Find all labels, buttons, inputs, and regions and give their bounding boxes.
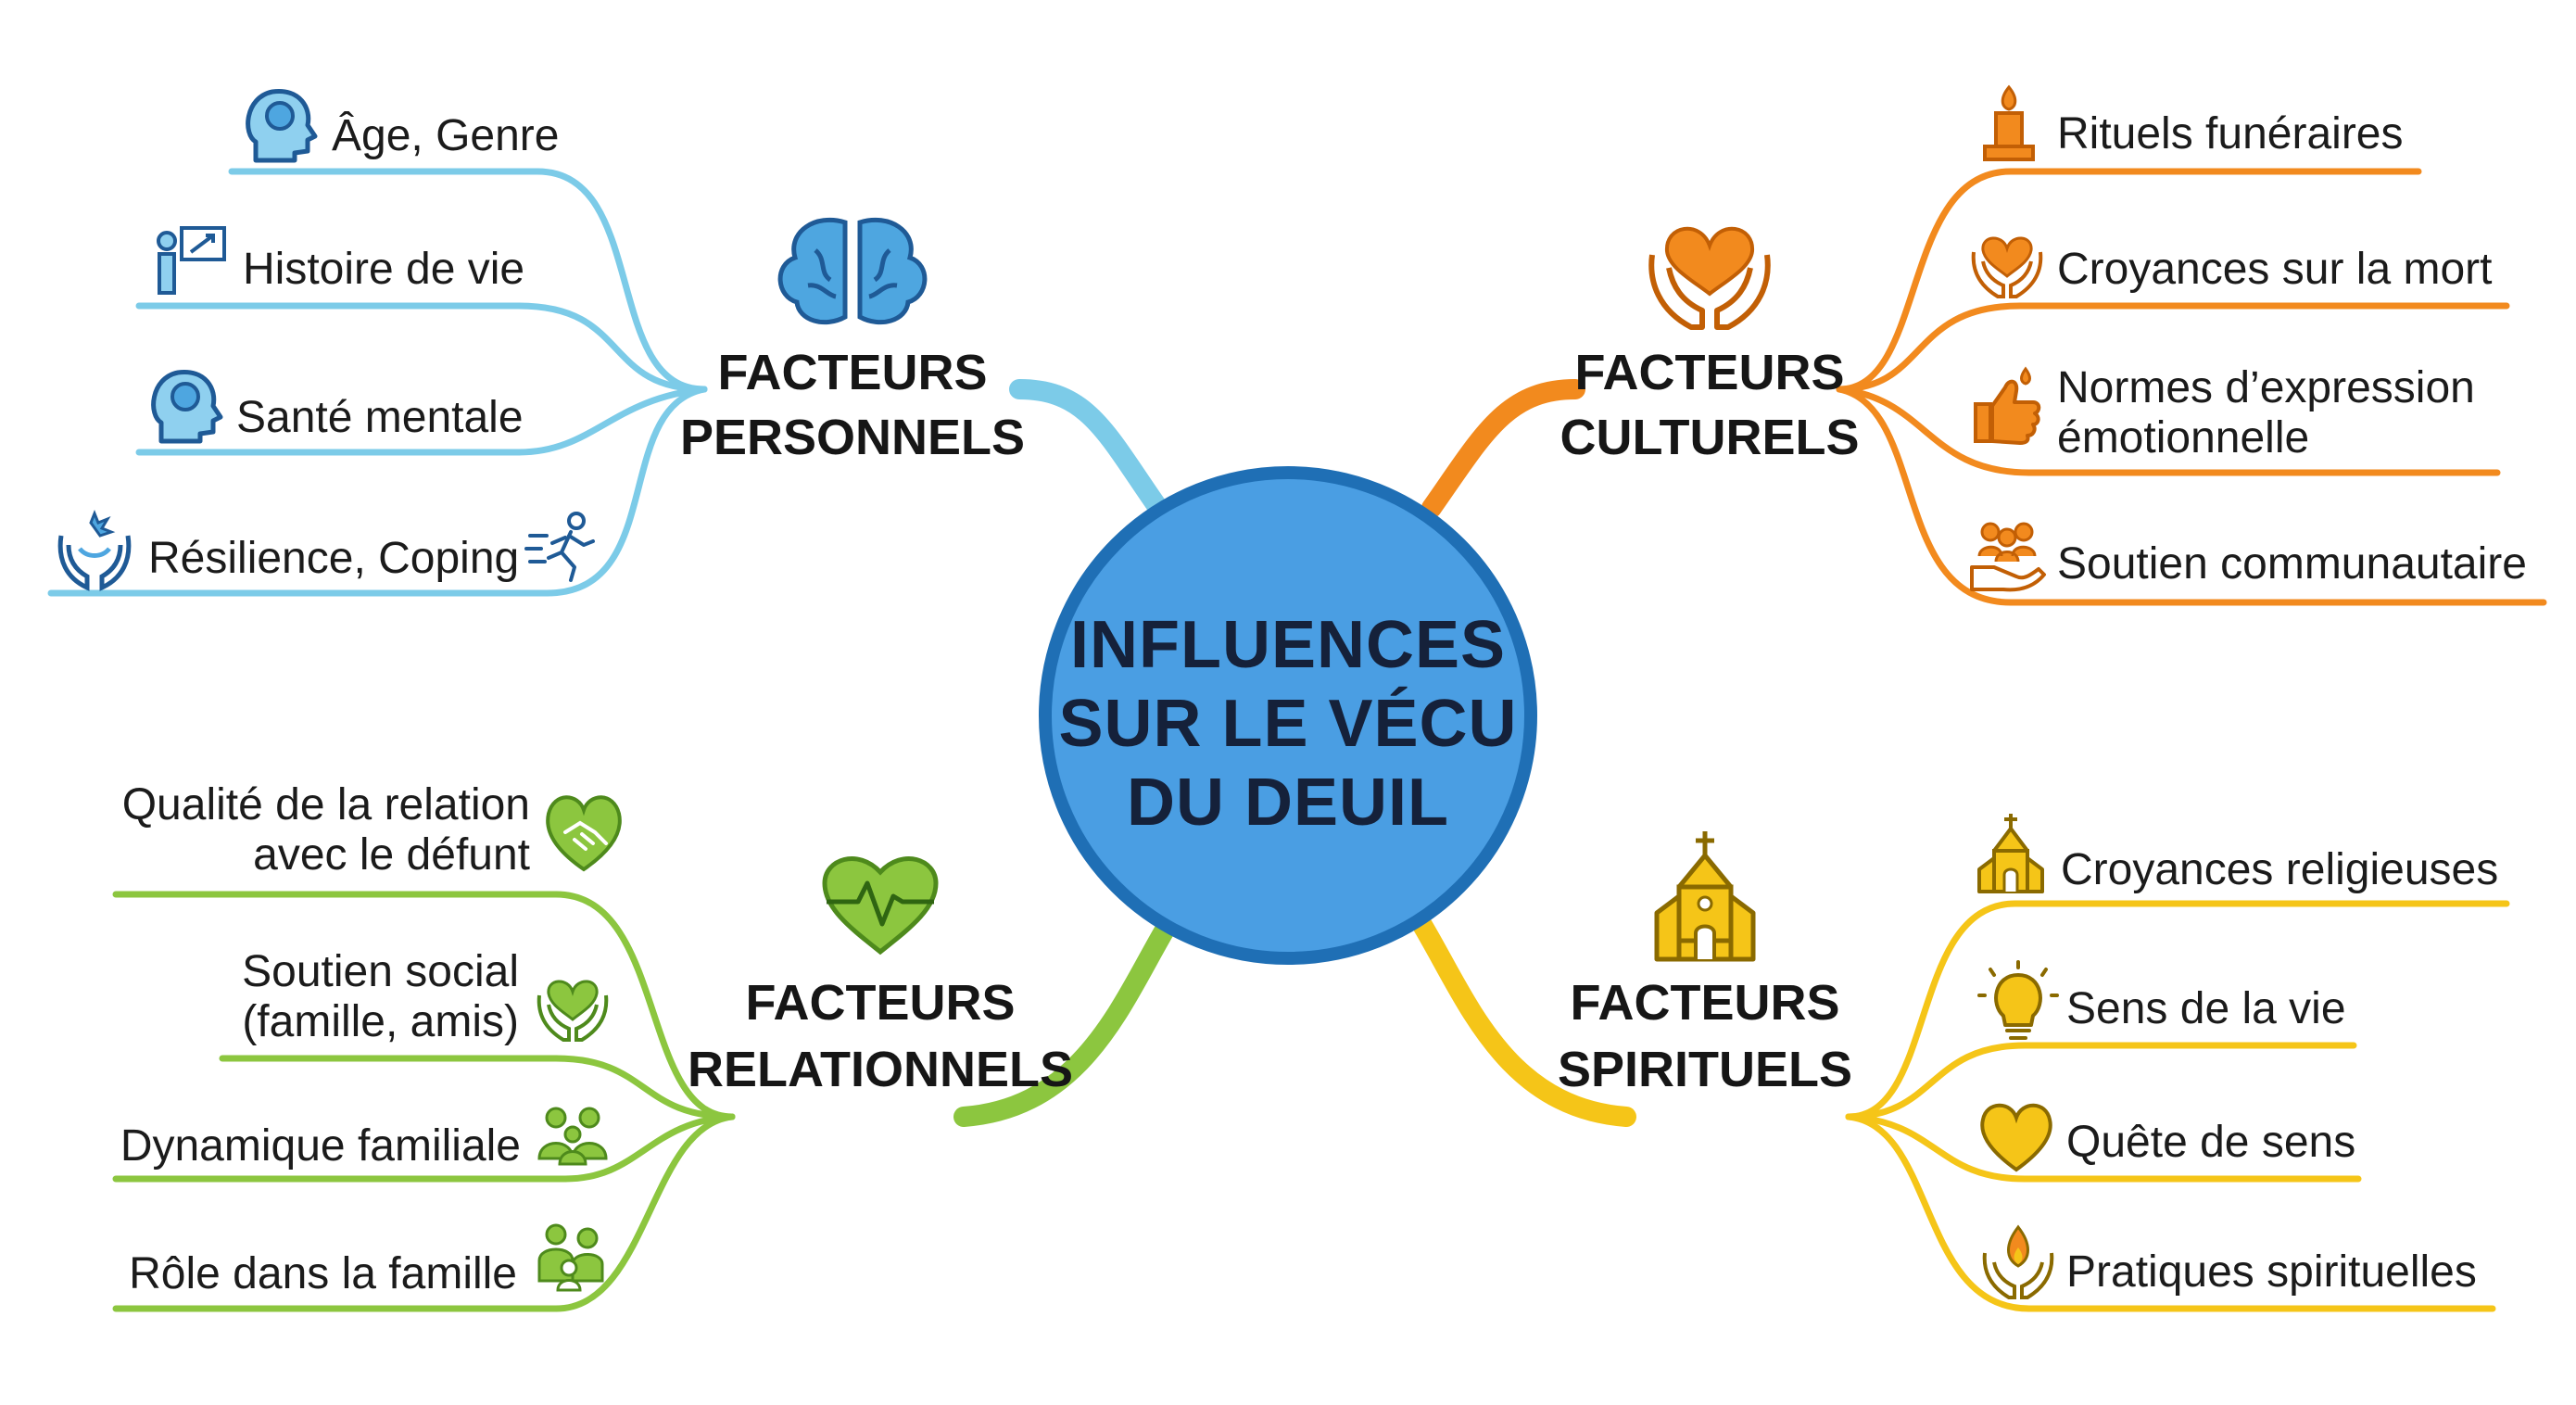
item-relationnels-dynamique-familiale: Dynamique familiale xyxy=(120,1107,608,1171)
family-icon xyxy=(537,1107,608,1166)
item-label: Rôle dans la famille xyxy=(129,1249,517,1298)
center-title-line-3: DU DEUIL xyxy=(1127,766,1449,840)
item-relationnels-qualite-relation: Qualité de la relation avec le défunt xyxy=(122,780,622,880)
category-culturels: FACTEURS CULTURELS xyxy=(1560,226,1860,465)
church-icon xyxy=(1977,814,2044,893)
heartbeat-icon xyxy=(822,856,939,956)
hands-flame-icon xyxy=(1982,1224,2054,1299)
branches-relationnels xyxy=(112,891,736,1312)
item-label: Croyances religieuses xyxy=(2061,845,2498,894)
item-label: Dynamique familiale xyxy=(120,1121,521,1171)
handshake-heart-icon xyxy=(546,795,622,872)
item-label: Résilience, Coping xyxy=(148,534,519,583)
item-label-line-2: avec le défunt xyxy=(253,830,530,880)
item-spirituels-croyances-religieuses: Croyances religieuses xyxy=(1977,814,2498,894)
lightbulb-icon xyxy=(1977,960,2059,1040)
item-label-line-2: (famille, amis) xyxy=(242,997,519,1046)
item-culturels-soutien-communautaire: Soutien communautaire xyxy=(1970,522,2527,592)
connector-culturels xyxy=(1421,379,1585,518)
item-spirituels-pratiques-spirituelles: Pratiques spirituelles xyxy=(1982,1224,2477,1299)
item-personnels-histoire-de-vie: Histoire de vie xyxy=(157,226,524,295)
head-brain-icon xyxy=(151,370,223,444)
item-relationnels-role-famille: Rôle dans la famille xyxy=(129,1223,604,1298)
connector-relationnels xyxy=(953,907,1182,1127)
connector-personnels xyxy=(1009,379,1168,518)
item-label: Rituels funéraires xyxy=(2057,109,2404,158)
head-brain-icon xyxy=(246,89,318,163)
candle-icon xyxy=(1983,84,2035,161)
presentation-icon xyxy=(157,226,226,295)
hands-heart-icon xyxy=(1648,226,1771,330)
item-label-line-1: Soutien social xyxy=(242,947,519,996)
runner-icon xyxy=(524,512,595,582)
connector-spirituels xyxy=(1408,907,1636,1127)
item-personnels-sante-mentale: Santé mentale xyxy=(151,370,524,444)
item-label: Histoire de vie xyxy=(243,245,524,294)
brain-icon xyxy=(777,217,928,325)
category-spirituels: FACTEURS SPIRITUELS xyxy=(1558,831,1852,1097)
item-label: Soutien communautaire xyxy=(2057,539,2527,589)
item-personnels-resilience-coping: Résilience, Coping xyxy=(57,509,595,591)
heart-icon xyxy=(1980,1103,2052,1172)
item-label: Croyances sur la mort xyxy=(2057,245,2492,294)
item-culturels-normes-expression: Normes d’expression émotionnelle xyxy=(1974,363,2475,462)
thumbs-up-icon xyxy=(1974,366,2041,445)
category-personnels: FACTEURS PERSONNELS xyxy=(680,217,1025,465)
item-relationnels-soutien-social: Soutien social (famille, amis) xyxy=(242,947,609,1046)
item-label-line-1: Normes d’expression xyxy=(2057,363,2475,412)
branches-spirituels xyxy=(1845,900,2510,1312)
item-culturels-croyances-mort: Croyances sur la mort xyxy=(1971,236,2492,298)
branches-personnels xyxy=(47,168,708,597)
hands-heart-icon xyxy=(1971,236,2043,298)
category-label-relationnels-line-1: FACTEURS xyxy=(745,975,1015,1031)
item-label: Sens de la vie xyxy=(2066,984,2346,1033)
category-label-spirituels-line-1: FACTEURS xyxy=(1570,975,1839,1031)
item-label-line-1: Qualité de la relation xyxy=(122,780,530,829)
item-label: Pratiques spirituelles xyxy=(2066,1247,2477,1297)
center-node: INFLUENCES SUR LE VÉCU DU DEUIL xyxy=(1039,466,1537,965)
hands-heart-icon xyxy=(537,980,609,1042)
category-label-culturels-line-2: CULTURELS xyxy=(1560,410,1860,465)
community-icon xyxy=(1970,522,2046,592)
church-icon xyxy=(1654,831,1756,962)
item-label: Quête de sens xyxy=(2066,1118,2355,1167)
item-culturels-rituels-funeraires: Rituels funéraires xyxy=(1983,84,2404,161)
item-label: Santé mentale xyxy=(236,393,524,442)
category-label-culturels-line-1: FACTEURS xyxy=(1574,345,1844,400)
family-child-icon xyxy=(537,1223,604,1292)
category-label-spirituels-line-2: SPIRITUELS xyxy=(1558,1042,1852,1097)
center-title-line-1: INFLUENCES xyxy=(1070,608,1506,682)
item-label: Âge, Genre xyxy=(332,111,559,160)
item-label-line-2: émotionnelle xyxy=(2057,413,2309,462)
category-label-personnels-line-1: FACTEURS xyxy=(717,345,987,400)
branches-culturels xyxy=(1836,168,2547,606)
item-personnels-age-genre: Âge, Genre xyxy=(246,89,559,163)
item-spirituels-sens-vie: Sens de la vie xyxy=(1977,960,2346,1040)
hands-care-icon xyxy=(57,509,132,591)
category-relationnels: FACTEURS RELATIONNELS xyxy=(688,856,1073,1097)
item-spirituels-quete-sens: Quête de sens xyxy=(1980,1103,2355,1172)
center-title-line-2: SUR LE VÉCU xyxy=(1058,687,1517,761)
category-label-personnels-line-2: PERSONNELS xyxy=(680,410,1025,465)
category-label-relationnels-line-2: RELATIONNELS xyxy=(688,1042,1073,1097)
